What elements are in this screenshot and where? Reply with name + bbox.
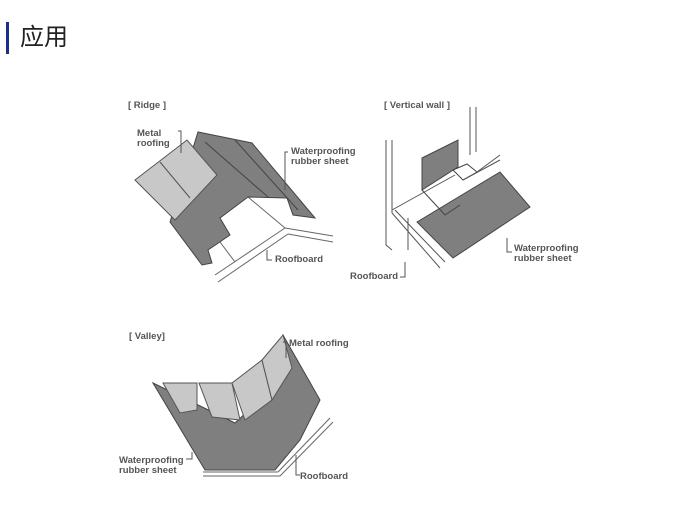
ridge-roofboard-label: Roofboard — [275, 254, 324, 265]
ridge-metal-roofing — [134, 139, 218, 221]
valley-metal-panel-4 — [261, 333, 293, 402]
ridge-title: [ Ridge ] — [128, 100, 166, 111]
wall-upturn-sheet — [421, 139, 459, 191]
ridge-metal-roofing-label: Metal roofing — [137, 128, 170, 149]
ridge-waterproofing-label: Waterproofing rubber sheet — [291, 146, 356, 167]
vertical-wall-roofboard-label: Roofboard — [350, 271, 399, 282]
vertical-wall-waterproofing-label: Waterproofing rubber sheet — [514, 243, 579, 264]
page-title: 应用 — [20, 24, 68, 51]
valley-diagram — [151, 333, 334, 477]
heading-accent-bar — [6, 22, 9, 54]
valley-waterproofing-label: Waterproofing rubber sheet — [119, 455, 184, 476]
valley-metal-panel-1 — [162, 382, 198, 414]
valley-metal-panel-2 — [198, 382, 241, 421]
valley-roofboard-label: Roofboard — [300, 471, 349, 482]
wall-base-sheet — [416, 171, 531, 259]
ridge-diagram — [134, 130, 334, 283]
valley-metal-roofing-label: Metal roofing — [289, 338, 349, 349]
valley-title: [ Valley] — [129, 331, 165, 342]
ridge-roofboard — [214, 196, 334, 283]
vertical-wall-title: [ Vertical wall ] — [384, 100, 450, 111]
vertical-wall-diagram — [385, 107, 531, 278]
